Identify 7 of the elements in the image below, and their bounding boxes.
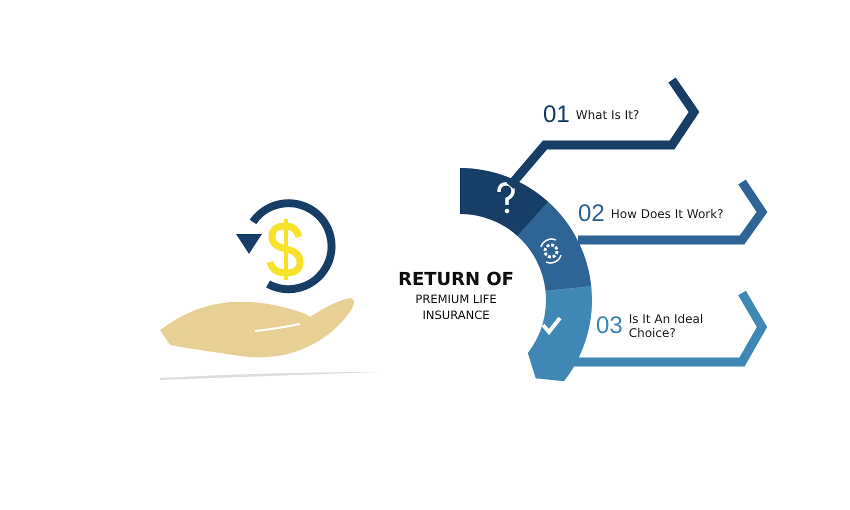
step-number: 03: [596, 312, 623, 340]
step-title: How Does It Work?: [610, 207, 724, 221]
step-title: What Is It?: [576, 108, 640, 122]
step-title: Is It An Ideal Choice?: [628, 312, 704, 340]
step-number: 01: [543, 101, 570, 129]
title: RETURN OF PREMIUM LIFE INSURANCE: [397, 268, 515, 324]
step-number: 02: [578, 200, 605, 228]
